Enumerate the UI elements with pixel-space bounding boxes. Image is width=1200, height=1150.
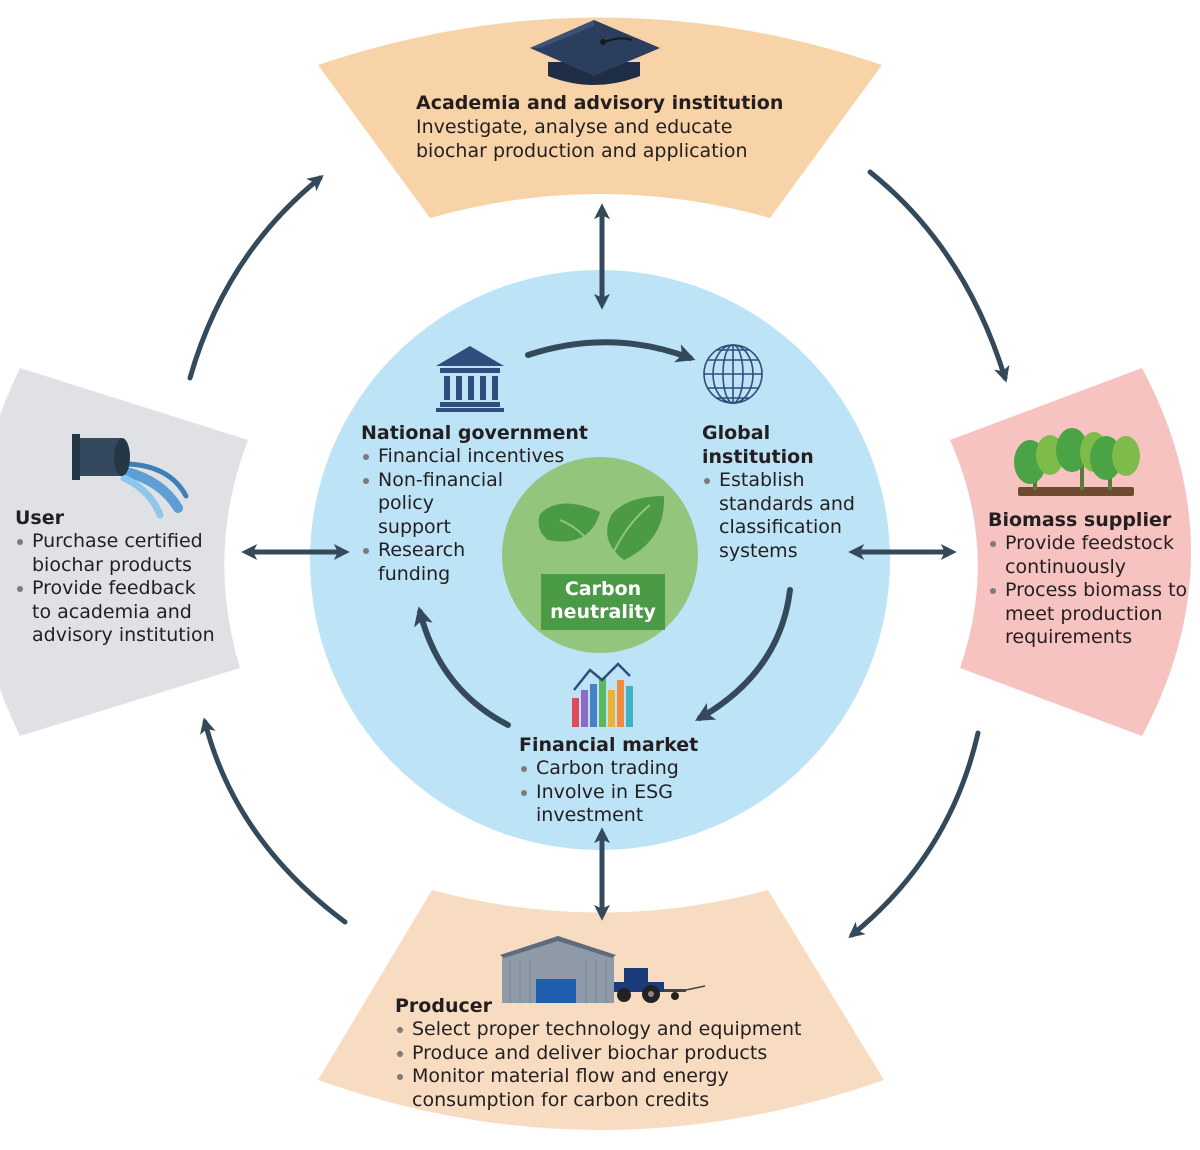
financial-market-title: Financial market: [519, 734, 699, 756]
academia-block: Academia and advisory institution Invest…: [416, 91, 783, 163]
warehouse-tractor-icon: [500, 936, 706, 1003]
user-title: User: [15, 507, 64, 529]
list-item: Produce and deliver biochar products: [395, 1042, 801, 1066]
arrow-global-to-market: [695, 587, 793, 721]
academia-description-line: biochar production and application: [416, 140, 748, 162]
graduation-cap-icon: [530, 20, 660, 85]
list-item: Select proper technology and equipment: [395, 1018, 801, 1042]
seedlings-icon: [1014, 428, 1140, 496]
producer-segment: [318, 890, 884, 1130]
academia-description-line: Investigate, analyse and educate: [416, 116, 733, 138]
producer-title: Producer: [395, 995, 492, 1017]
biomass-supplier-title: Biomass supplier: [988, 509, 1172, 531]
list-item: Financial incentives: [361, 445, 588, 469]
arrow-producer-to-user: [200, 717, 348, 925]
leaves-icon: [538, 496, 665, 561]
government-building-icon: [436, 346, 504, 412]
global-institution-title: institution: [702, 446, 814, 468]
academia-title: Academia and advisory institution: [416, 92, 784, 114]
arrow-academia-to-biomass: [867, 169, 1010, 383]
arrow-biomass-to-producer: [848, 730, 981, 939]
bar-chart-icon: [572, 662, 633, 727]
list-item: Carbon trading: [519, 757, 698, 781]
carbon-neutrality-label: Carbon neutrality: [541, 574, 665, 630]
arrow-user-to-academia: [187, 174, 324, 381]
financial-market-block: Financial market Carbon trading Involve …: [519, 733, 698, 828]
pipe-water-icon: [72, 434, 189, 519]
arrow-government-to-global: [525, 339, 696, 363]
global-institution-title: Global: [702, 422, 771, 444]
national-government-block: National government Financial incentives…: [361, 421, 588, 587]
user-segment: [0, 368, 248, 736]
national-government-title: National government: [361, 422, 588, 444]
globe-icon: [703, 344, 763, 404]
arrow-market-to-government: [414, 606, 511, 728]
academia-segment: [318, 17, 882, 218]
producer-block: Producer Select proper technology and eq…: [395, 994, 801, 1112]
